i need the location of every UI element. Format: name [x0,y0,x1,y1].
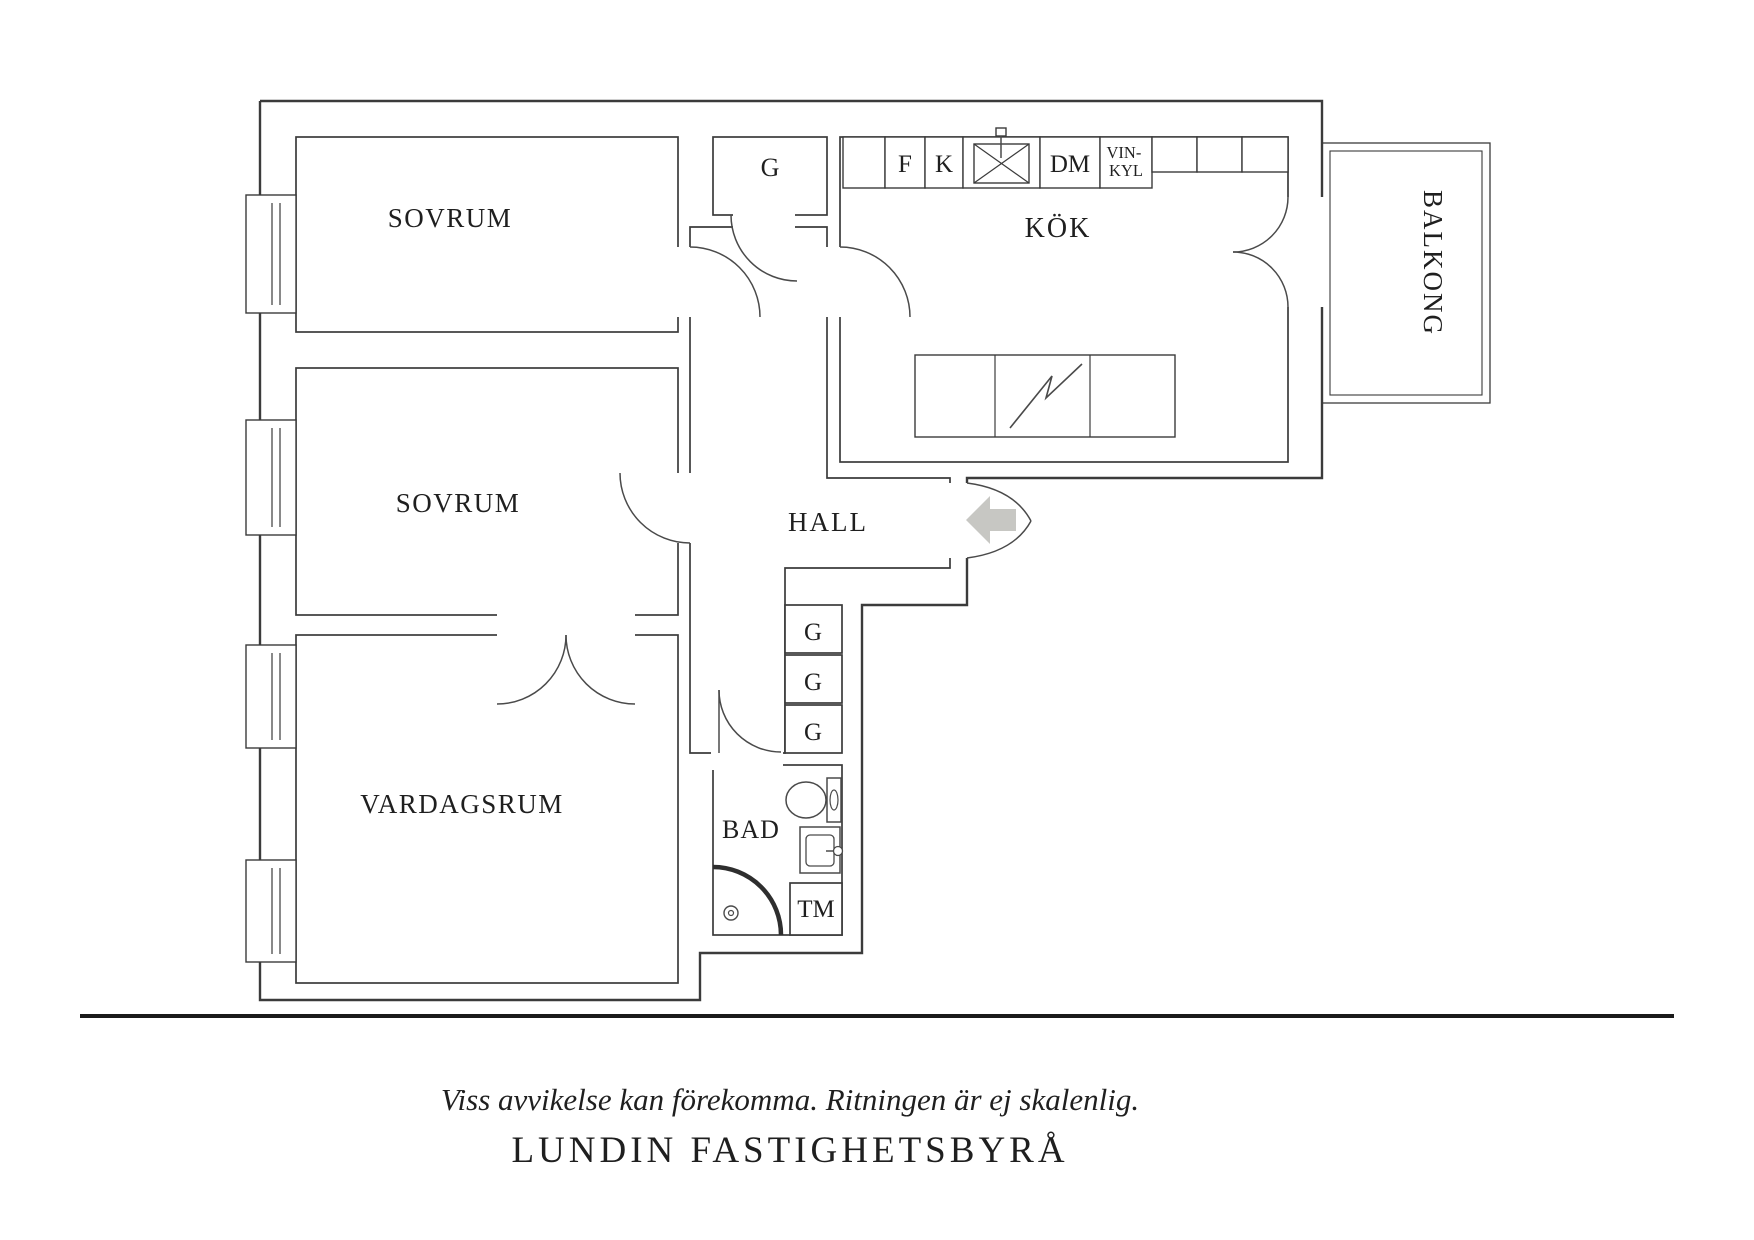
window-icon [245,194,297,314]
label-winecooler: VIN- KYL [1107,143,1146,180]
label-balkong: BALKONG [1418,190,1448,336]
footer-brand: LUNDIN FASTIGHETSBYRÅ [511,1130,1068,1171]
kitchen-cabinets [842,127,1289,189]
label-sovrum-mid: SOVRUM [396,488,521,518]
label-dishwasher: DM [1050,151,1090,178]
washer-box [789,882,843,936]
balcony-door-arc-upper [1232,196,1289,253]
double-door-arc-right [565,634,636,705]
label-kok: KÖK [1025,213,1092,244]
separator-line [80,1014,1674,1018]
window-icon [245,419,297,536]
label-hall: HALL [788,507,868,537]
closet-1 [784,604,843,654]
stove-icon [1009,363,1083,429]
toilet-icon [785,777,842,823]
closet-2 [784,654,843,704]
label-closet-2: G [804,669,822,696]
door-bad [718,689,782,753]
closet-3 [784,704,843,754]
label-closet-3: G [804,719,822,746]
shower-icon [712,864,784,936]
room-vardagsrum [295,634,679,984]
label-vardagsrum: VARDAGSRUM [360,789,564,819]
door-arc-kok [839,246,911,318]
entrance-door [966,482,1032,559]
room-sovrum-top [295,136,679,333]
windows [245,194,297,963]
balcony-door-arc-lower [1232,251,1289,308]
label-fridge: F [898,151,912,178]
label-sovrum-top: SOVRUM [388,203,513,233]
kitchen-counter [914,354,1176,438]
door-arc-closet-top [730,214,798,282]
double-door-arc-left [496,634,567,705]
window-icon [245,644,297,749]
label-washer: TM [797,896,835,923]
bathroom-sink-icon [799,826,844,874]
room-sovrum-mid [295,367,679,616]
label-freezer: K [935,151,953,178]
footer-disclaimer: Viss avvikelse kan förekomma. Ritningen … [441,1082,1139,1117]
door-arc-sovrum-top [689,246,761,318]
label-closet-top: G [761,153,780,182]
window-icon [245,859,297,963]
exterior-wall-outline [258,99,1324,1002]
label-closet-1: G [804,619,822,646]
entrance-arrow-icon [966,496,1016,544]
door-arc-sovrum-mid [619,472,691,544]
label-bad: BAD [722,815,780,844]
kitchen-sink-icon [973,127,1030,184]
balcony [1321,142,1491,404]
